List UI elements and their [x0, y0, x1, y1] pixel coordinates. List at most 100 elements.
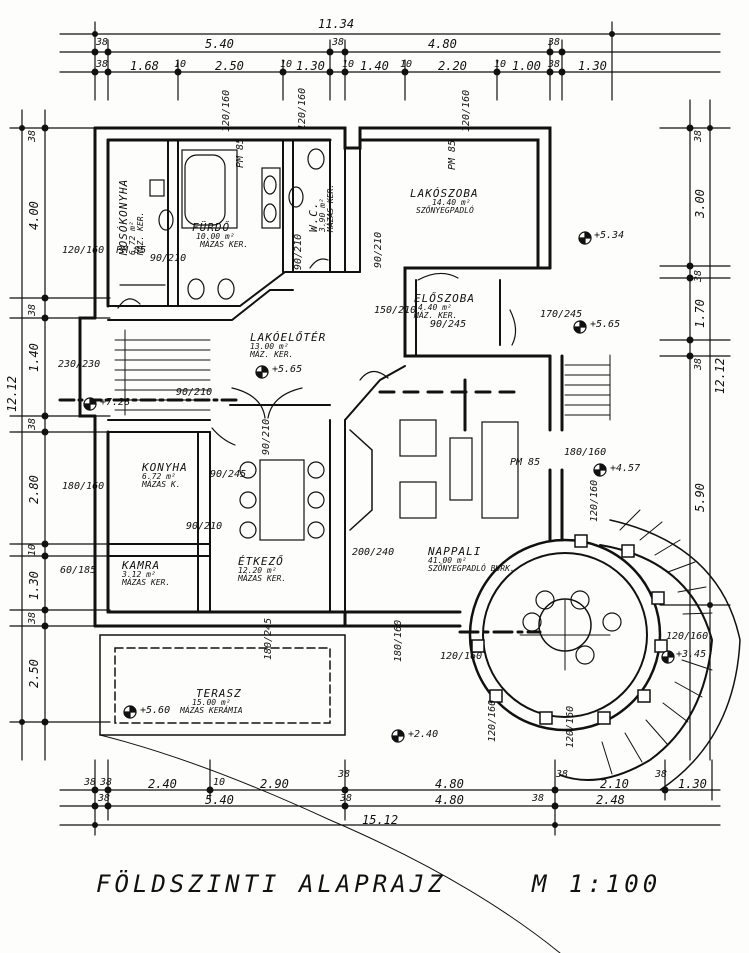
dim-bot-row1-3: 10	[213, 777, 226, 788]
room-floor: MÁZ. KER.	[136, 211, 145, 255]
bathroom-fixtures	[119, 148, 325, 300]
right-dimension-ticks	[686, 124, 713, 608]
room-nappali: NAPPALI 41.00 m² SZŐNYEGPADLÓ BURK.	[428, 546, 518, 573]
dim-bot-row1-10: 1.30	[678, 777, 707, 791]
room-lakoeloter: LAKÓELŐTÉR 13.00 m² MÁZ. KER.	[250, 332, 326, 359]
room-etkezo: ÉTKEZŐ 12.20 m² MÁZAS KER.	[238, 556, 286, 583]
opening-note: 230/230	[58, 359, 101, 370]
opening-note: 90/210	[293, 233, 304, 270]
dim-right-4: 38	[693, 357, 704, 370]
dim-top-row2-1: 5.40	[205, 37, 234, 51]
room-name: KAMRA	[122, 559, 161, 572]
dim-top-row2-4: 38	[548, 37, 561, 48]
dim-left-4: 12.12	[5, 375, 19, 412]
opening-note: 90/245	[430, 319, 467, 330]
opening-note: 90/245	[210, 469, 247, 480]
dim-right-0: 38	[693, 129, 704, 142]
dim-left-7: 10	[27, 543, 38, 556]
dim-top-total: 11.34	[318, 17, 355, 31]
opening-note: 90/210	[261, 418, 272, 455]
opening-note: 90/210	[150, 253, 187, 264]
bottom-dimension-ticks	[91, 786, 669, 828]
room-area: 15.00 m²	[192, 698, 231, 707]
opening-note: PM 85	[116, 245, 147, 256]
dim-top-row3-0: 38	[96, 59, 109, 70]
drawing-scale: M 1:100	[532, 870, 662, 898]
dim-top-row3-5: 1.30	[296, 59, 325, 73]
interior-walls	[107, 139, 501, 613]
level-label: +7.28	[100, 397, 131, 408]
level-label: +2.40	[408, 729, 439, 740]
room-area: 13.00 m²	[250, 342, 289, 351]
dim-bot-row1-7: 38	[556, 769, 569, 780]
opening-note: PM 85	[510, 457, 541, 468]
dim-left-5: 38	[27, 417, 38, 430]
level-label: +4.57	[610, 463, 641, 474]
dim-bot-row1-8: 2.10	[600, 777, 629, 791]
dim-bot-row1-0: 38	[84, 777, 97, 788]
dim-left-3: 1.40	[27, 343, 41, 372]
exterior-walls	[78, 126, 564, 628]
opening-note: 120/160	[666, 631, 709, 642]
door-swings	[117, 258, 517, 446]
room-floor: MÁZ. KER.	[250, 350, 294, 359]
right-dimension-lines	[659, 99, 731, 761]
dim-top-row3-3: 2.50	[215, 59, 244, 73]
opening-note: 120/160	[589, 479, 600, 522]
tower-pillars	[471, 534, 668, 725]
dim-top-row3-9: 2.20	[438, 59, 467, 73]
dim-top-row3-10: 10	[494, 59, 507, 70]
dim-left-1: 4.00	[27, 201, 41, 230]
dim-bot-row1-1: 38	[100, 777, 113, 788]
room-floor: SZŐNYEGPADLÓ	[416, 206, 474, 215]
living-furniture	[239, 378, 622, 665]
opening-note: PM 85	[447, 139, 458, 170]
opening-note: 90/210	[176, 387, 213, 398]
opening-note: 90/210	[186, 521, 223, 532]
dim-left-9: 38	[27, 611, 38, 624]
room-area: 14.40 m²	[432, 198, 471, 207]
opening-note: 200/240	[352, 547, 395, 558]
dim-top-row2-3: 4.80	[428, 37, 457, 51]
opening-note: 120/160	[440, 651, 483, 662]
dim-right-5: 12.12	[713, 357, 727, 394]
opening-note: PM 85	[235, 137, 246, 168]
room-mosokonyha: MOSÓKONYHA 6.72 m² MÁZ. KER.	[117, 179, 145, 255]
dim-top-row3-2: 10	[174, 59, 187, 70]
dim-bot-row1-5: 38	[338, 769, 351, 780]
dim-right-1: 3.00	[693, 189, 707, 218]
room-name: ÉTKEZŐ	[238, 555, 284, 568]
opening-note: 180/160	[564, 447, 607, 458]
dim-top-row3-6: 10	[342, 59, 355, 70]
room-konyha: KONYHA 6.72 m² MÁZAS K.	[142, 462, 188, 489]
room-wc: W.C. 3.90 m² MÁZAS KER.	[307, 184, 335, 232]
opening-note: 120/160	[297, 87, 308, 130]
opening-note: 90/210	[373, 231, 384, 268]
opening-note: 60/185	[60, 565, 97, 576]
dim-bot-row1-6: 4.80	[435, 777, 464, 791]
round-tower	[468, 519, 741, 791]
dim-bot-row2-4: 38	[532, 793, 545, 804]
room-name: FÜRDŐ	[192, 221, 231, 234]
room-name: LAKÓELŐTÉR	[250, 331, 327, 344]
room-terasz: TERASZ 15.00 m² MÁZAS KERÁMIA	[180, 688, 243, 715]
room-floor: MÁZAS K.	[142, 480, 181, 489]
opening-note: 180/160	[393, 619, 404, 662]
dim-top-row3-11: 1.00	[512, 59, 541, 73]
level-label: +5.65	[272, 364, 303, 375]
opening-note: 120/160	[565, 705, 576, 748]
room-area: 4.40 m²	[418, 303, 452, 312]
room-furdo: FÜRDŐ 10.00 m² MÁZAS KER.	[192, 222, 248, 249]
dim-bot-total: 15.12	[362, 813, 399, 827]
dim-bot-row2-0: 38	[98, 793, 111, 804]
opening-note: 120/160	[221, 89, 232, 132]
opening-note: 120/160	[487, 699, 498, 742]
terrace	[99, 634, 561, 953]
room-eloszoba: ELŐSZOBA 4.40 m² MÁZ. KER.	[414, 293, 475, 320]
dim-left-8: 1.30	[27, 571, 41, 600]
dim-left-2: 38	[27, 303, 38, 316]
dim-bot-row2-3: 4.80	[435, 793, 464, 807]
opening-note: 180/245	[263, 617, 274, 660]
room-area: 12.20 m²	[238, 566, 277, 575]
